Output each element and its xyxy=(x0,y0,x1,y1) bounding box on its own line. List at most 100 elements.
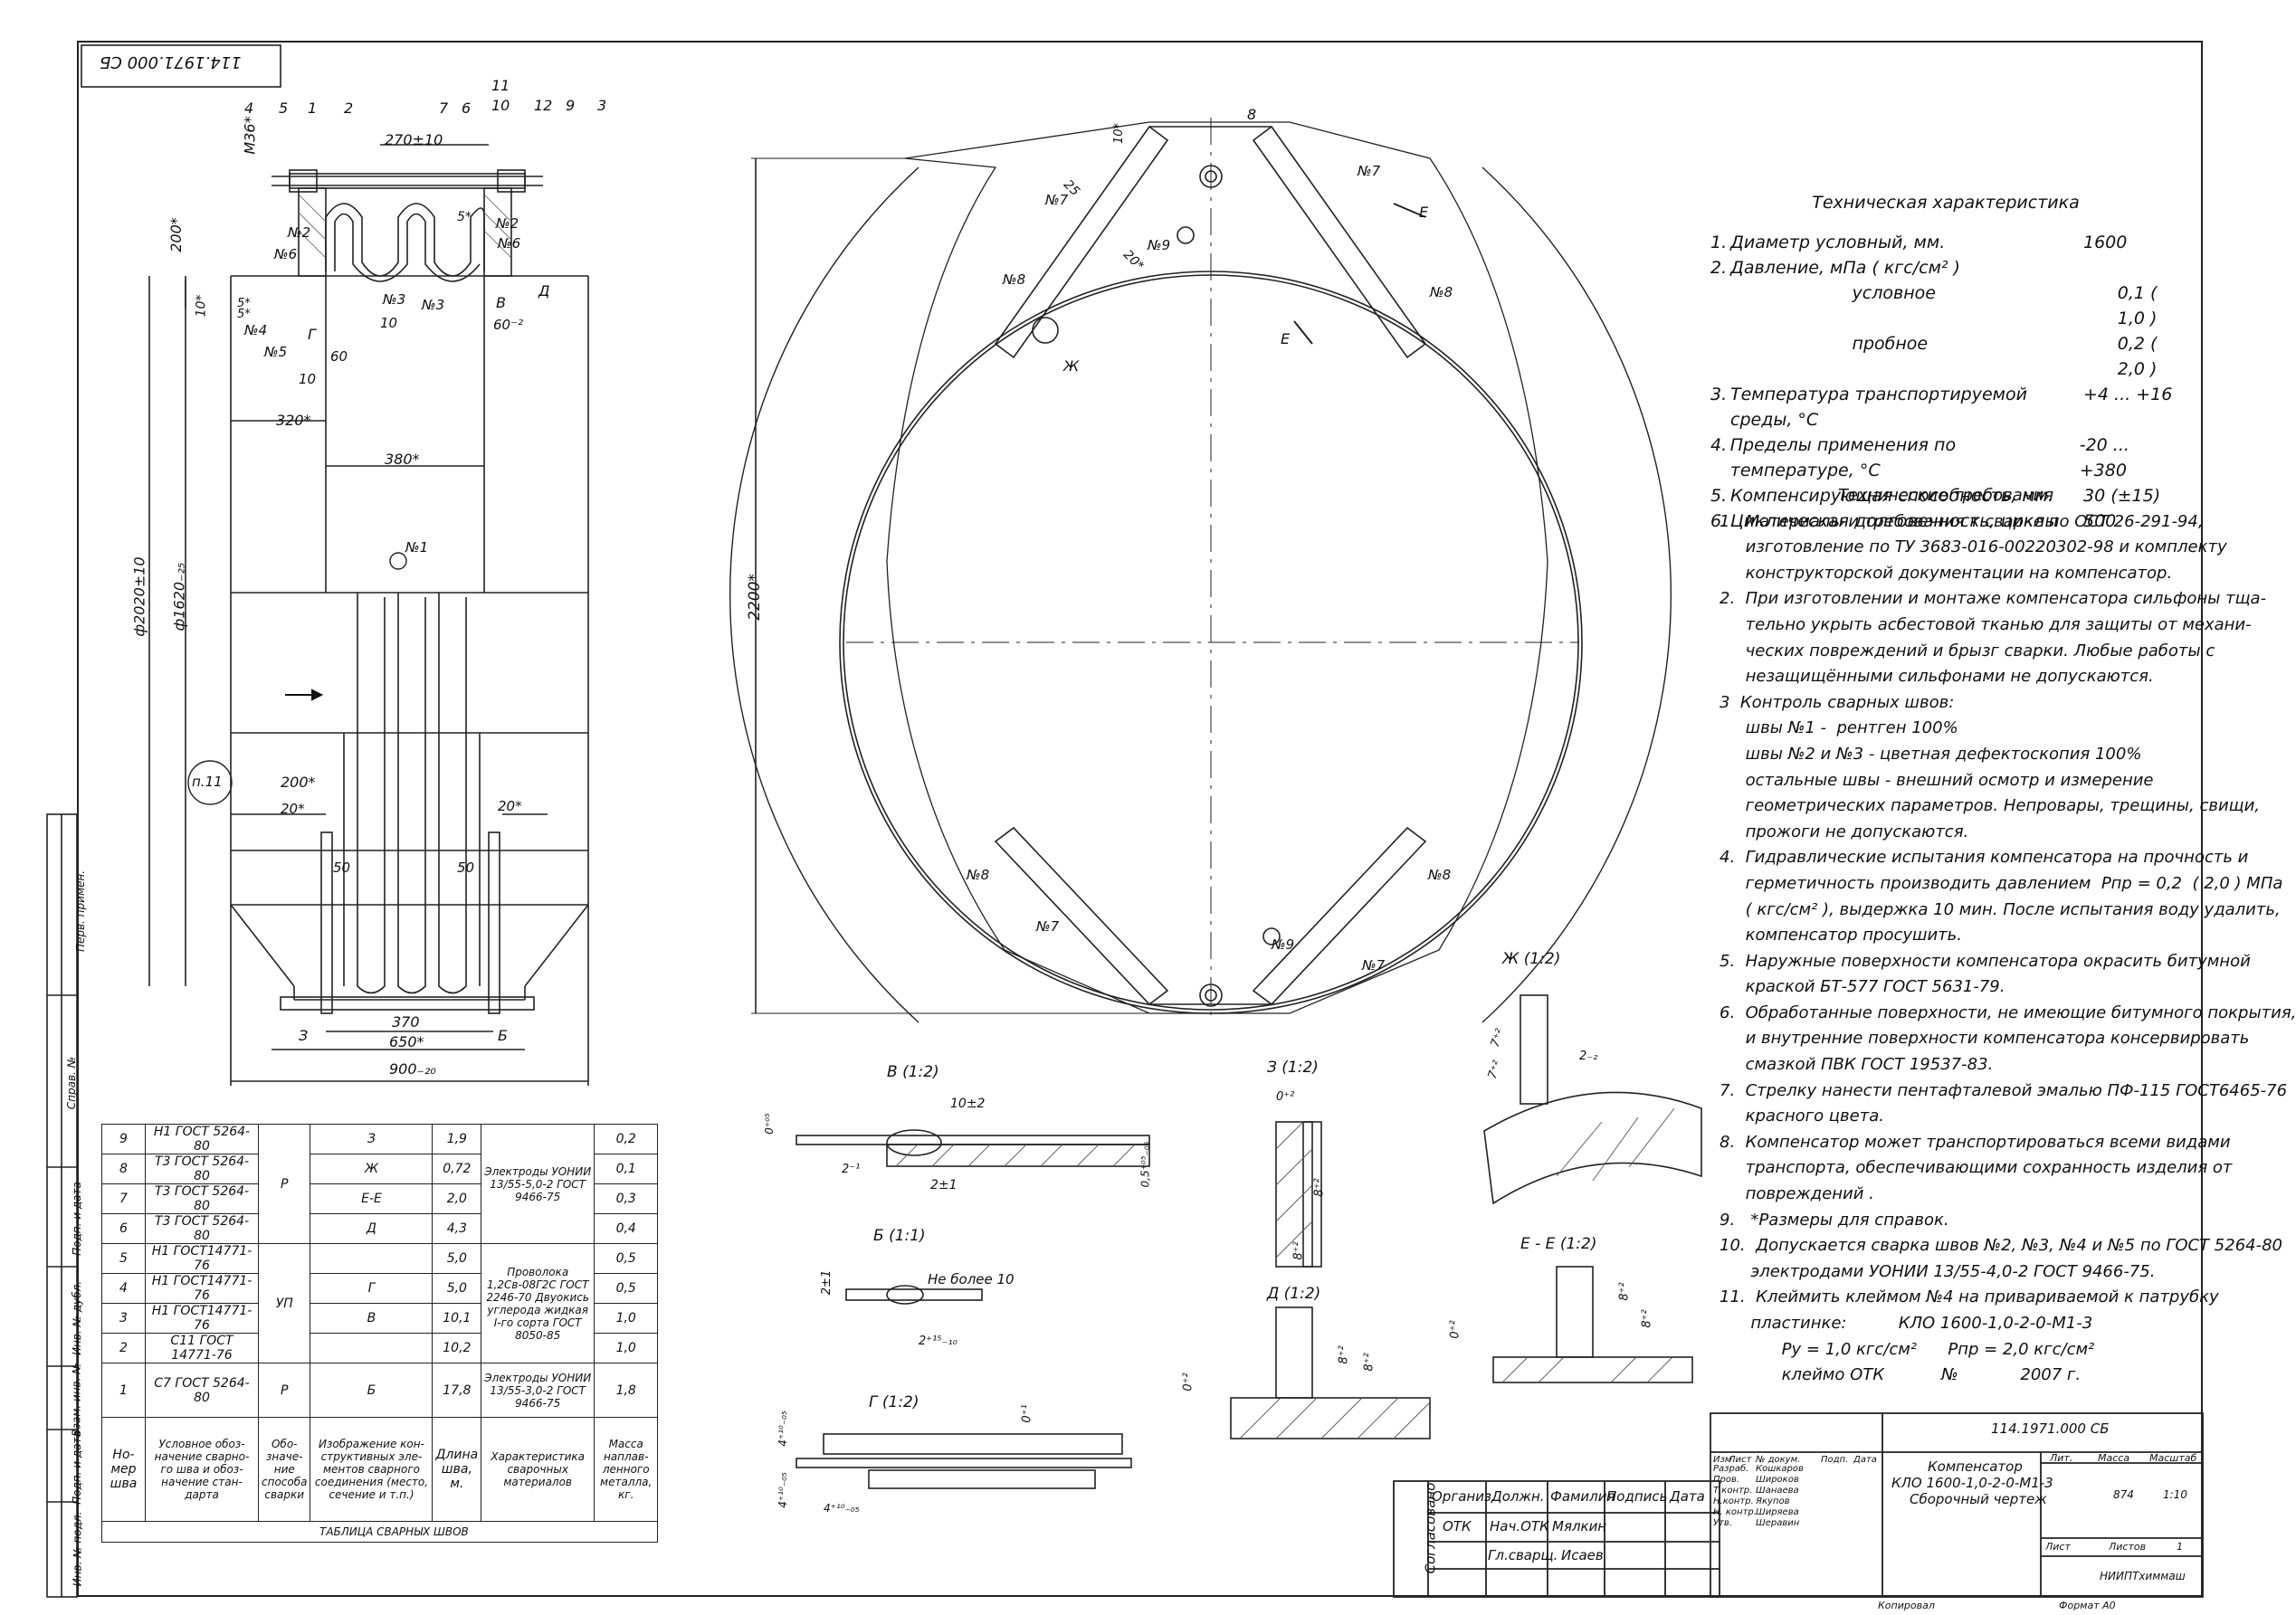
tech-char-value: 0,1 ( 1,0 ) xyxy=(2117,283,2158,328)
detail-dim: 2₋₂ xyxy=(1579,1050,1598,1063)
detail-title: В (1:2) xyxy=(887,1063,939,1081)
title-role-person: Кошкаров xyxy=(1756,1464,1804,1474)
title-role-person: Ширяева xyxy=(1756,1507,1799,1517)
tech-char-title: Техническая характеристика xyxy=(1812,193,2080,213)
tech-req-line: швы №2 и №3 - цветная дефектоскопия 100% xyxy=(1720,744,2142,764)
detail-title: Е - Е (1:2) xyxy=(1520,1235,1597,1253)
dim-10c: 10 xyxy=(299,371,317,387)
section-letter: Б xyxy=(498,1027,508,1044)
tech-char-item: 1.Диаметр условный, мм.1600 xyxy=(1710,230,2181,255)
tech-char-num: 1. xyxy=(1710,233,1728,252)
tech-char-item: 2.Давление, мПа ( кгс/см² ) xyxy=(1710,255,2181,280)
dim-50a: 50 xyxy=(333,860,351,876)
dim-370: 370 xyxy=(392,1013,420,1031)
tech-char-num: 5. xyxy=(1710,486,1728,506)
tech-req-line: прожоги не допускаются. xyxy=(1720,822,1969,841)
weld-table-cell: Н1 ГОСТ14771-76 xyxy=(145,1243,259,1274)
weld-table-cell: 0,72 xyxy=(432,1154,482,1184)
tech-char-label: Компенсирующая способность, мм. xyxy=(1730,486,2053,506)
weld-table-cell: 1,0 xyxy=(594,1303,659,1334)
tech-req-line: изготовление по ТУ 3683-016-00220302-98 … xyxy=(1720,537,2227,557)
weld-table-cell: Ж xyxy=(310,1154,433,1184)
detail-title: Ж (1:2) xyxy=(1502,950,1561,968)
title-name-3: Сборочный чертеж xyxy=(1910,1491,2047,1507)
tech-char-label: пробное xyxy=(1852,334,1929,354)
title-role: Н. контр. xyxy=(1713,1507,1757,1517)
weld-table-cell: Д xyxy=(310,1213,433,1244)
title-sheets-count: 1 xyxy=(2177,1541,2183,1553)
flow-arrow-icon xyxy=(285,689,324,701)
tech-req-line: компенсатор просушить. xyxy=(1720,926,1962,945)
approval-header: Должн. xyxy=(1491,1488,1545,1505)
tech-char-label: Пределы применения по температуре, °С xyxy=(1729,435,1957,480)
tech-req-line: смазкой ПВК ГОСТ 19537-83. xyxy=(1720,1055,1994,1075)
detail-dim: 8⁺² xyxy=(1312,1178,1327,1197)
tech-req-line: повреждений . xyxy=(1720,1184,1874,1204)
tech-req-line: конструкторской документации на компенса… xyxy=(1720,563,2173,583)
dim-m36: М36* xyxy=(241,116,259,155)
detail-dim: 2⁺¹⁵₋₁₀ xyxy=(919,1335,957,1348)
weld-table-cell: В xyxy=(310,1303,433,1334)
tech-char-value: -20 ... +380 xyxy=(2079,435,2129,480)
weld-label: №6 xyxy=(274,246,298,262)
title-sheet: Лист xyxy=(2045,1541,2071,1553)
tech-req-line: 10. Допускается сварка швов №2, №3, №4 и… xyxy=(1720,1236,2283,1256)
tech-req-line: тельно укрыть асбестовой тканью для защи… xyxy=(1720,614,2252,634)
plan-weld: №8 xyxy=(1430,284,1453,300)
tech-req-line: 11. Клеймить клеймом №4 на привариваемой… xyxy=(1720,1287,2219,1307)
side-label-4: Инв. № дубл. xyxy=(71,1280,84,1356)
weld-table-cell: Масса наплав-ленного металла, кг. xyxy=(594,1417,659,1522)
callout-7: 7 xyxy=(439,100,449,117)
tech-req-line: швы №1 - рентген 100% xyxy=(1720,718,1958,738)
plan-letter: Ж xyxy=(1063,357,1080,375)
plan-weld: №8 xyxy=(1003,271,1026,288)
tech-req-line: клеймо ОТК № 2007 г. xyxy=(1720,1365,2082,1385)
tech-req-line: 9. *Размеры для справок. xyxy=(1720,1210,1949,1230)
title-role: Пров. xyxy=(1713,1475,1740,1485)
drawing-sheet-frame xyxy=(77,41,2203,1597)
title-lit: Лит. xyxy=(2050,1452,2073,1464)
tech-char-label: условное xyxy=(1852,283,1936,303)
title-role: Утв. xyxy=(1713,1518,1732,1528)
detail-dim: 8⁺² xyxy=(1291,1241,1306,1260)
weld-table-cell: 2 xyxy=(101,1333,146,1363)
callout-10: 10 xyxy=(491,97,510,114)
approval-cell: ОТК xyxy=(1443,1518,1472,1534)
tech-char-value: 0,2 ( 2,0 ) xyxy=(2117,334,2158,379)
title-rev-header: № докум. xyxy=(1756,1455,1801,1465)
approval-header: Фамилия xyxy=(1550,1488,1615,1505)
detail-hatching xyxy=(895,1107,1675,1439)
detail-dim: 8⁺² xyxy=(1362,1353,1377,1372)
plan-weld: №8 xyxy=(967,867,990,883)
callout-9: 9 xyxy=(566,97,575,114)
dim-5b: 5* xyxy=(237,308,251,321)
title-scale-header: Масштаб xyxy=(2149,1452,2197,1464)
title-mass: 874 xyxy=(2113,1488,2134,1501)
tech-char-value: 500 xyxy=(2083,511,2117,531)
detail-title: Б (1:1) xyxy=(873,1227,926,1245)
weld-table-cell: УП xyxy=(257,1243,311,1363)
approval-header: Подпись xyxy=(1606,1488,1668,1505)
tech-req-line: и внутренние поверхности компенсатора ко… xyxy=(1720,1029,2250,1049)
weld-table-cell: Но-мер шва xyxy=(101,1417,146,1522)
weld-table-cell: Условное обоз-начение сварно-го шва и об… xyxy=(145,1417,259,1522)
weld-table-cell: 2,0 xyxy=(432,1183,482,1214)
plan-weld: №7 xyxy=(1362,957,1386,974)
weld-table-cell: 10,1 xyxy=(432,1303,482,1334)
tech-req-line: ческих повреждений и брызг сварки. Любые… xyxy=(1720,641,2215,660)
weld-table-cell: Б xyxy=(310,1363,433,1418)
tech-req-line: 1. Материалы и требования к сварке по ОС… xyxy=(1720,511,2204,531)
tech-char-num: 3. xyxy=(1710,385,1728,404)
tech-req-line: пластинке: КЛО 1600-1,0-2-0-М1-3 xyxy=(1720,1314,2093,1333)
side-label-5: Взам. инв. № xyxy=(70,1363,83,1437)
weld-table-cell: 5,0 xyxy=(432,1243,482,1274)
plan-dim-small: 10* xyxy=(1112,122,1127,145)
dim-20a: 20* xyxy=(281,801,305,817)
